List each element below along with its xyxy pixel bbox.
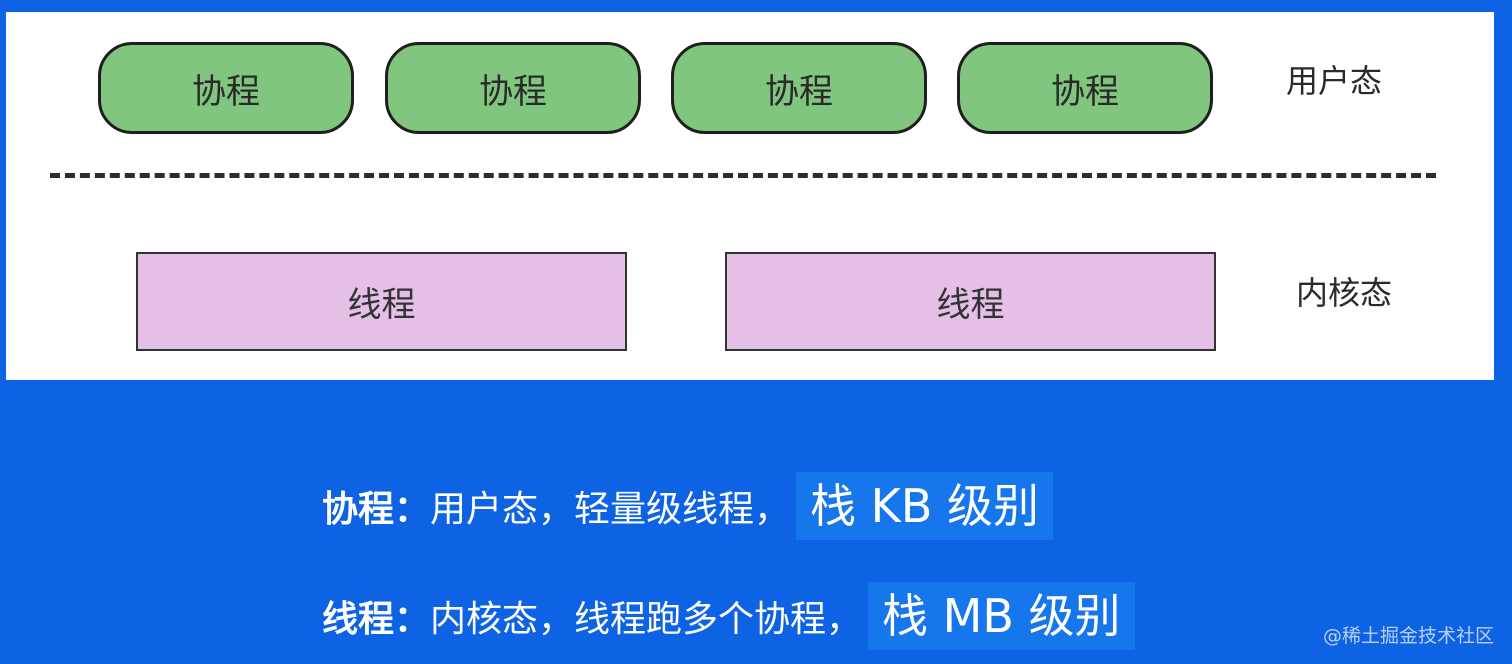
- thread-box: 线程: [725, 252, 1216, 351]
- coroutine-box: 协程: [385, 42, 641, 134]
- watermark: @稀土掘金技术社区: [1322, 625, 1494, 647]
- thread-note: 线程： 内核态，线程跑多个协程， 栈 MB 级别: [322, 582, 1135, 650]
- kernel-mode-label: 内核态: [1296, 274, 1393, 312]
- thread-note-body: 内核态，线程跑多个协程，: [430, 599, 863, 640]
- thread-box: 线程: [136, 252, 627, 351]
- coroutine-box: 协程: [957, 42, 1213, 134]
- coroutine-stack-highlight: 栈 KB 级别: [796, 472, 1053, 540]
- coroutine-box: 协程: [98, 42, 354, 134]
- thread-stack-highlight: 栈 MB 级别: [868, 582, 1135, 650]
- user-mode-label: 用户态: [1286, 62, 1383, 100]
- coroutine-note-head: 协程：: [322, 489, 431, 530]
- diagram-panel: 协程 协程 协程 协程 用户态 线程 线程 内核态: [6, 12, 1494, 380]
- coroutine-note-body: 用户态，轻量级线程，: [430, 489, 791, 530]
- coroutine-box: 协程: [671, 42, 927, 134]
- coroutine-note: 协程： 用户态，轻量级线程， 栈 KB 级别: [322, 472, 1053, 540]
- mode-divider: [50, 173, 1436, 178]
- thread-note-head: 线程：: [322, 599, 431, 640]
